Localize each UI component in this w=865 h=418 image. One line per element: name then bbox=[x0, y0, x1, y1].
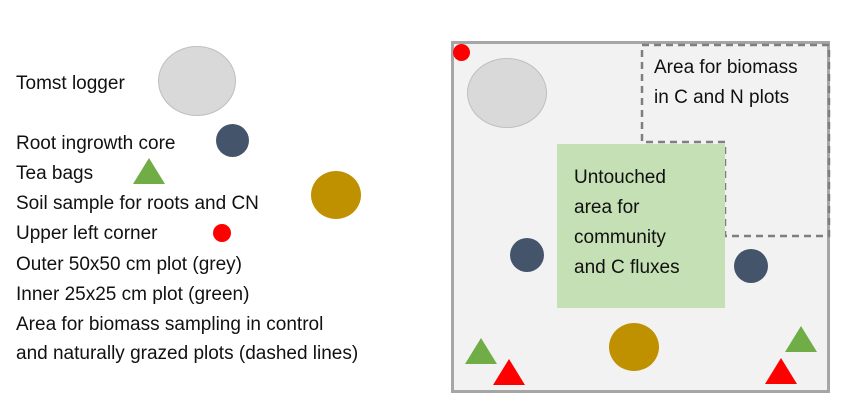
legend-label-inner-plot: Inner 25x25 cm plot (green) bbox=[16, 284, 250, 305]
legend-label-tomst-logger: Tomst logger bbox=[16, 73, 125, 94]
legend-label-biomass-2: and naturally grazed plots (dashed lines… bbox=[16, 343, 359, 364]
legend-label-soil-sample: Soil sample for roots and CN bbox=[16, 193, 259, 214]
soil-sample-icon bbox=[311, 171, 361, 219]
plot-corner-marker bbox=[453, 44, 470, 61]
plot-tea-bag-left-red bbox=[493, 359, 525, 385]
legend-label-biomass-1: Area for biomass sampling in control bbox=[16, 314, 324, 335]
root-core-icon bbox=[216, 124, 249, 157]
plot-root-core-left bbox=[510, 238, 544, 272]
upper-left-corner-icon bbox=[213, 224, 231, 242]
plot-tea-bag-left-green bbox=[465, 338, 497, 364]
biomass-area-label-1: Area for biomass bbox=[654, 57, 798, 78]
legend-label-root-core: Root ingrowth core bbox=[16, 133, 176, 154]
untouched-label-2: area for bbox=[574, 197, 640, 218]
biomass-area-label-2: in C and N plots bbox=[654, 87, 790, 108]
biomass-dashed-outline bbox=[640, 43, 831, 238]
legend-label-outer-plot: Outer 50x50 cm plot (grey) bbox=[16, 254, 242, 275]
inner-plot bbox=[557, 144, 725, 308]
untouched-label-1: Untouched bbox=[574, 167, 666, 188]
tomst-logger-icon bbox=[158, 46, 236, 116]
legend-label-upper-left: Upper left corner bbox=[16, 223, 158, 244]
plot-tea-bag-right-red bbox=[765, 358, 797, 384]
untouched-label-3: community bbox=[574, 227, 666, 248]
plot-root-core-right bbox=[734, 249, 768, 283]
plot-soil-sample bbox=[609, 323, 659, 371]
plot-tea-bag-right-green bbox=[785, 326, 817, 352]
plot-tomst-logger bbox=[467, 58, 547, 128]
untouched-label-4: and C fluxes bbox=[574, 257, 680, 278]
legend-label-tea-bags: Tea bags bbox=[16, 163, 94, 184]
tea-bags-icon bbox=[133, 158, 165, 184]
